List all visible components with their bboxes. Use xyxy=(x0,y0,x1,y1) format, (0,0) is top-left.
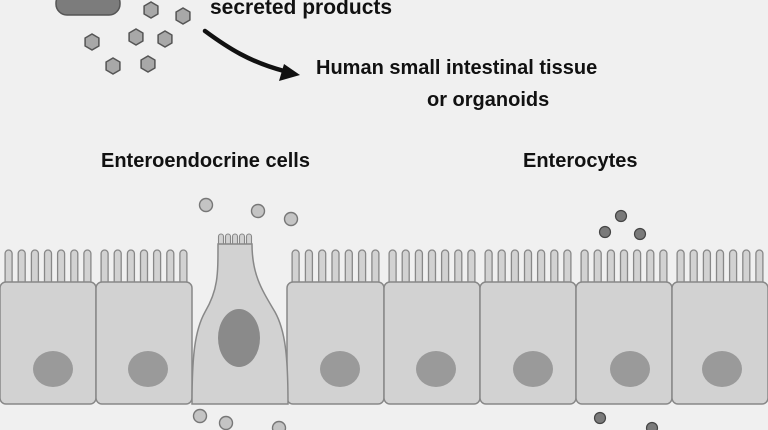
curved-arrow-icon xyxy=(202,28,287,74)
tissue-label-line1: Human small intestinal tissue xyxy=(316,57,598,79)
tissue-label-line2: or organoids xyxy=(427,89,550,111)
microvilli xyxy=(388,249,476,287)
bacterium-icon xyxy=(55,0,121,16)
enterocyte-granule xyxy=(645,421,659,430)
granules-group xyxy=(192,197,659,430)
secreted-products-label: secreted products xyxy=(210,0,393,19)
nucleus xyxy=(610,351,650,387)
hormone-granule xyxy=(283,211,299,227)
hexagon-product-icon xyxy=(128,28,144,46)
hormone-granule xyxy=(198,197,214,213)
nucleus xyxy=(128,351,168,387)
enterocyte-granule xyxy=(598,225,612,239)
hexagon-product-icon xyxy=(143,1,159,19)
hexagon-product-icon xyxy=(157,30,173,48)
hexagon-product-icon xyxy=(84,33,100,51)
microvilli xyxy=(4,249,92,287)
enteroendocrine-cell xyxy=(191,233,289,405)
hexagon-product-icon xyxy=(140,55,156,73)
eec-nucleus xyxy=(218,309,260,367)
microvilli xyxy=(580,249,668,287)
enterocyte-granule xyxy=(593,411,607,425)
hormone-granule xyxy=(192,408,208,424)
nucleus xyxy=(416,351,456,387)
hormone-granule xyxy=(250,203,266,219)
microvilli xyxy=(291,249,380,287)
hexagon-product-icon xyxy=(105,57,121,75)
enterocyte-granule xyxy=(633,227,647,241)
epithelial-cell xyxy=(95,281,193,405)
nucleus xyxy=(702,351,742,387)
nucleus xyxy=(513,351,553,387)
nucleus xyxy=(320,351,360,387)
hexagon-product-icon xyxy=(175,7,191,25)
enteroendocrine-cells-label: Enteroendocrine cells xyxy=(101,150,310,172)
microvilli xyxy=(676,249,764,287)
epithelium xyxy=(0,233,768,405)
microvilli xyxy=(100,249,188,287)
enterocytes-label: Enterocytes xyxy=(523,150,638,172)
hormone-granule xyxy=(218,415,234,430)
microvilli xyxy=(484,249,572,287)
hormone-granule xyxy=(271,420,287,430)
enterocyte-granule xyxy=(614,209,628,223)
nucleus xyxy=(33,351,73,387)
arrowhead-icon xyxy=(279,64,300,81)
secreted-products-group xyxy=(84,1,191,75)
epithelial-cell xyxy=(671,281,768,405)
